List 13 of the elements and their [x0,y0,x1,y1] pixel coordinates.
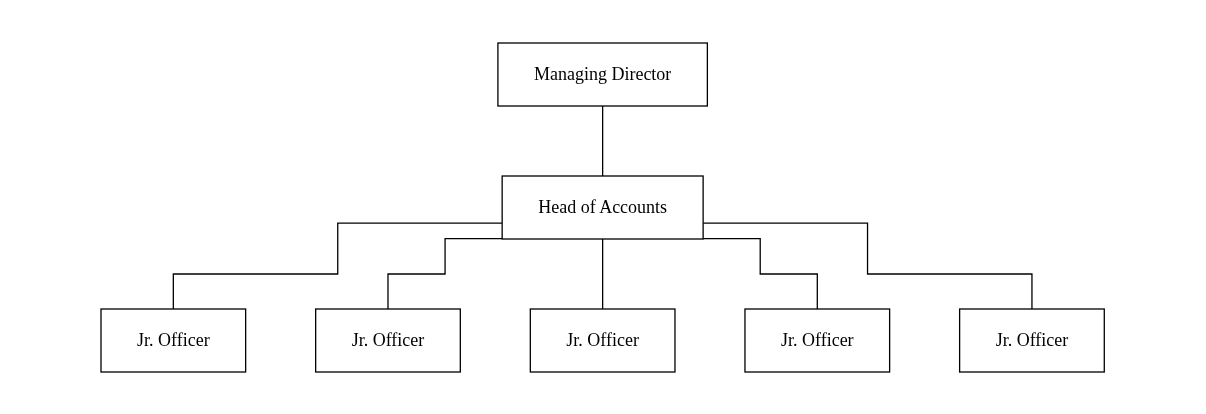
node-box: Jr. Officer [100,307,247,373]
connector [602,104,604,177]
node-box: Jr. Officer [744,307,891,373]
connector [602,237,604,310]
connector [173,221,504,310]
node-box: Jr. Officer [959,307,1106,373]
node-box: Managing Director [497,41,709,107]
node-box: Jr. Officer [530,307,676,373]
node-box: Head of Accounts [501,174,705,240]
connector [387,237,504,310]
connector [702,221,1033,310]
connector [702,237,819,310]
node-box: Jr. Officer [315,307,462,373]
